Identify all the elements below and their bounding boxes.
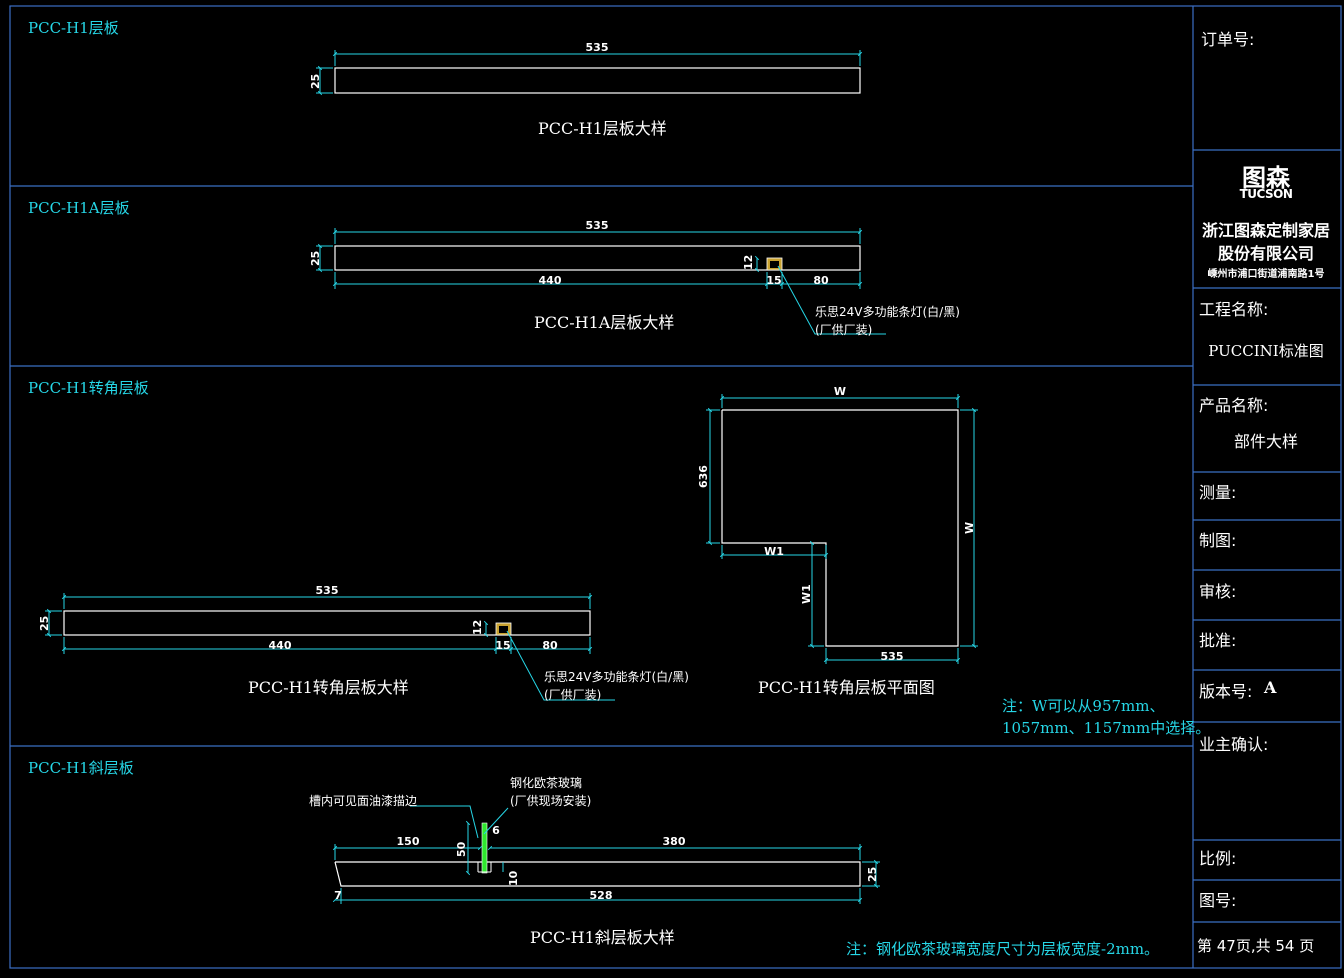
dim-slant-right: 380 [662, 835, 686, 848]
dim-plan-right: W [963, 521, 976, 534]
draw-label: 制图: [1199, 531, 1237, 550]
dim-h1a-left: 440 [538, 274, 562, 287]
version-label: 版本号: [1199, 682, 1253, 701]
slant-dimensions [332, 805, 880, 904]
dim-plan-top: W [833, 385, 847, 398]
corner-shelf [63, 610, 591, 636]
product-label: 产品名称: [1199, 396, 1269, 415]
h1a-dimensions [316, 228, 886, 335]
owner-confirm-label: 业主确认: [1199, 735, 1269, 754]
h1a-light-note: 乐思24V多功能条灯(白/黑) [815, 305, 960, 319]
section-title-h1: PCC-H1层板 [28, 19, 119, 37]
scale-label: 比例: [1199, 849, 1237, 868]
review-label: 审核: [1199, 582, 1237, 601]
dim-corner-right: 80 [542, 639, 558, 652]
dim-corner-slot: 15 [495, 639, 511, 652]
company-name-line-1: 浙江图森定制家居 [1201, 221, 1330, 240]
approve-label: 批准: [1199, 631, 1237, 650]
title-block-grid [1193, 149, 1341, 923]
dim-slant-groove: 10 [507, 870, 520, 886]
dim-h1a-right: 80 [813, 274, 829, 287]
slant-glass-label: 钢化欧茶玻璃 [510, 776, 583, 790]
project-value: PUCCINI标准图 [1208, 342, 1324, 360]
h1-shelf [334, 67, 861, 94]
project-label: 工程名称: [1199, 300, 1269, 319]
caption-h1: PCC-H1层板大样 [538, 119, 667, 138]
dim-slant-total: 528 [589, 889, 613, 902]
dim-h1a-length: 535 [585, 219, 609, 232]
company-address: 嵊州市浦口街道浦南路1号 [1207, 269, 1325, 280]
dim-plan-inner-h: W1 [764, 545, 784, 558]
slant-glass-supply: (厂供现场安装) [510, 794, 592, 808]
page-info: 第 47页,共 54 页 [1197, 937, 1315, 955]
product-value: 部件大样 [1233, 432, 1298, 451]
corner-dimensions [45, 593, 615, 701]
h1a-light-supply: (厂供厂装) [815, 323, 873, 337]
caption-h1a: PCC-H1A层板大样 [534, 313, 675, 332]
drawing-no-label: 图号: [1199, 891, 1237, 910]
company-logo-cn: 图森 [1242, 164, 1290, 192]
corner-light-note: 乐思24V多功能条灯(白/黑) [544, 670, 689, 684]
corner-light-supply: (厂供厂装) [544, 688, 602, 702]
slant-note: 注：钢化欧茶玻璃宽度尺寸为层板宽度-2mm。 [846, 940, 1160, 958]
frame [9, 5, 1342, 969]
caption-corner-plan: PCC-H1转角层板平面图 [758, 678, 935, 697]
dim-corner-length: 535 [315, 584, 339, 597]
dim-corner-slot-depth: 12 [471, 619, 484, 635]
dim-plan-bottom: 535 [880, 650, 904, 663]
dim-corner-thickness: 25 [38, 615, 51, 631]
section-title-corner: PCC-H1转角层板 [28, 379, 149, 397]
section-title-h1a: PCC-H1A层板 [28, 199, 130, 217]
dim-h1-length: 535 [585, 41, 609, 54]
corner-plan [721, 409, 959, 647]
dim-h1-thickness: 25 [309, 73, 322, 89]
h1-dimensions [316, 50, 863, 96]
dim-corner-left: 440 [268, 639, 292, 652]
corner-plan-dimensions [706, 394, 978, 664]
corner-note-line-1: 注：W可以从957mm、 [1002, 697, 1165, 715]
caption-corner-detail: PCC-H1转角层板大样 [248, 678, 409, 697]
slant-edge-label: 槽内可见面油漆描边 [309, 794, 418, 808]
dim-slant-glass-width: 6 [492, 824, 500, 837]
dim-plan-inner-v: W1 [800, 584, 813, 604]
dim-plan-left: 636 [697, 465, 710, 488]
dim-h1a-slot-depth: 12 [742, 254, 755, 270]
version-value: A [1264, 678, 1277, 697]
corner-note-line-2: 1057mm、1157mm中选择。 [1002, 719, 1211, 737]
caption-slant: PCC-H1斜层板大样 [530, 928, 675, 947]
h1a-shelf [334, 245, 861, 271]
dim-slant-start: 7 [334, 889, 342, 902]
dim-slant-glass-height: 50 [455, 841, 468, 857]
section-title-slant: PCC-H1斜层板 [28, 759, 134, 777]
company-logo-en: TUCSON [1239, 187, 1293, 201]
dim-slant-thickness: 25 [866, 866, 879, 882]
dim-h1a-slot: 15 [766, 274, 782, 287]
dim-h1a-thickness: 25 [309, 250, 322, 266]
measure-label: 测量: [1199, 483, 1237, 502]
order-no-label: 订单号: [1201, 30, 1255, 49]
dim-slant-left: 150 [396, 835, 420, 848]
company-name-line-2: 股份有限公司 [1217, 244, 1314, 263]
slant-shelf [334, 822, 861, 887]
